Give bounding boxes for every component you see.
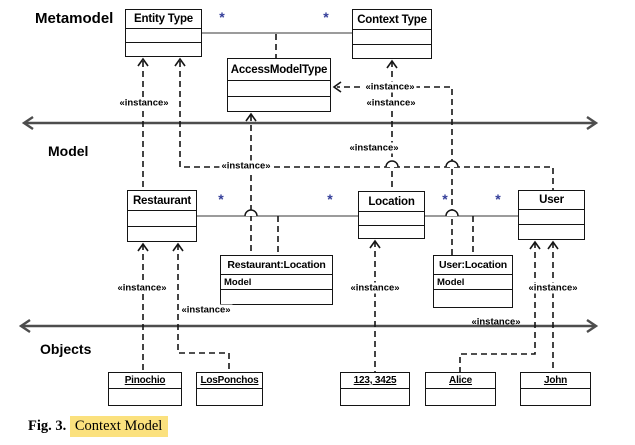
attribute-model: Model [434, 274, 512, 289]
link-user-entitytype [179, 61, 554, 190]
class-title: Entity Type [134, 13, 193, 25]
compartment [126, 28, 201, 42]
class-user-location: User:Location Model [433, 255, 513, 308]
layer-label-objects: Objects [40, 341, 92, 357]
instance-label: «instance» [526, 282, 580, 294]
link-losponchos-restaurant [177, 244, 230, 372]
compartment [228, 80, 330, 96]
object-coordinates: 123, 3425 [340, 372, 410, 406]
instance-label: «instance» [471, 316, 521, 328]
object-title: Pinochio [124, 375, 166, 386]
class-title: AccessModelType [230, 63, 328, 76]
object-john: John [520, 372, 591, 406]
class-context-type: Context Type [352, 9, 432, 59]
multiplicity-star: * [219, 9, 225, 25]
figure-number: Fig. 3. [28, 418, 67, 434]
instance-label: «instance» [347, 142, 401, 154]
object-title: 123, 3425 [353, 375, 397, 386]
instance-label: «instance» [363, 81, 417, 93]
class-restaurant: Restaurant [127, 190, 197, 242]
instance-label: «instance» [117, 97, 171, 109]
compartment [126, 42, 201, 56]
class-title: Location [368, 195, 415, 208]
compartment [359, 211, 424, 225]
object-losponchos: LosPonchos [196, 372, 263, 406]
object-title: John [543, 375, 568, 386]
object-title: LosPonchos [200, 375, 259, 386]
instance-label: «instance» [179, 304, 233, 316]
metamodel-model-divider [21, 116, 599, 130]
class-title: Restaurant [132, 194, 192, 207]
object-alice: Alice [425, 372, 496, 406]
compartment [434, 289, 512, 307]
compartment [221, 289, 332, 304]
arrowheads [137, 57, 559, 252]
compartment [519, 209, 584, 224]
compartment [353, 43, 431, 59]
compartment [109, 388, 181, 405]
class-title: Context Type [357, 13, 427, 26]
compartment [128, 225, 196, 242]
compartment [426, 388, 495, 405]
figure-caption: Fig. 3. Context Model [28, 416, 169, 437]
multiplicity-star: * [442, 191, 448, 207]
instance-label: «instance» [348, 282, 402, 294]
line-hops [244, 160, 459, 217]
class-user: User [518, 190, 585, 240]
model-objects-divider [18, 319, 599, 333]
compartment [353, 29, 431, 44]
instance-label: «instance» [364, 97, 418, 109]
class-title: Restaurant:Location [227, 259, 326, 271]
multiplicity-star: * [327, 191, 333, 207]
compartment [128, 210, 196, 226]
compartment [341, 388, 409, 405]
class-location: Location [358, 191, 425, 239]
class-entity-type: Entity Type [125, 9, 202, 57]
layer-label-metamodel: Metamodel [35, 10, 114, 27]
figure-title-highlighted: Context Model [69, 416, 169, 437]
class-access-model-type: AccessModelType [227, 58, 331, 112]
instance-label: «instance» [219, 160, 273, 172]
attribute-model: Model [221, 274, 332, 289]
compartment [521, 388, 590, 405]
compartment [197, 388, 262, 405]
class-restaurant-location: Restaurant:Location Model [220, 255, 333, 305]
layer-label-model: Model [48, 143, 89, 159]
link-alice-user [459, 242, 536, 372]
instance-label: «instance» [115, 282, 169, 294]
compartment [359, 224, 424, 239]
multiplicity-star: * [218, 191, 224, 207]
object-title: Alice [449, 375, 472, 386]
object-pinochio: Pinochio [108, 372, 182, 406]
multiplicity-star: * [323, 9, 329, 25]
compartment [228, 95, 330, 112]
class-title: User:Location [439, 259, 507, 271]
class-title: User [539, 194, 564, 206]
compartment [519, 224, 584, 239]
multiplicity-star: * [495, 191, 501, 207]
